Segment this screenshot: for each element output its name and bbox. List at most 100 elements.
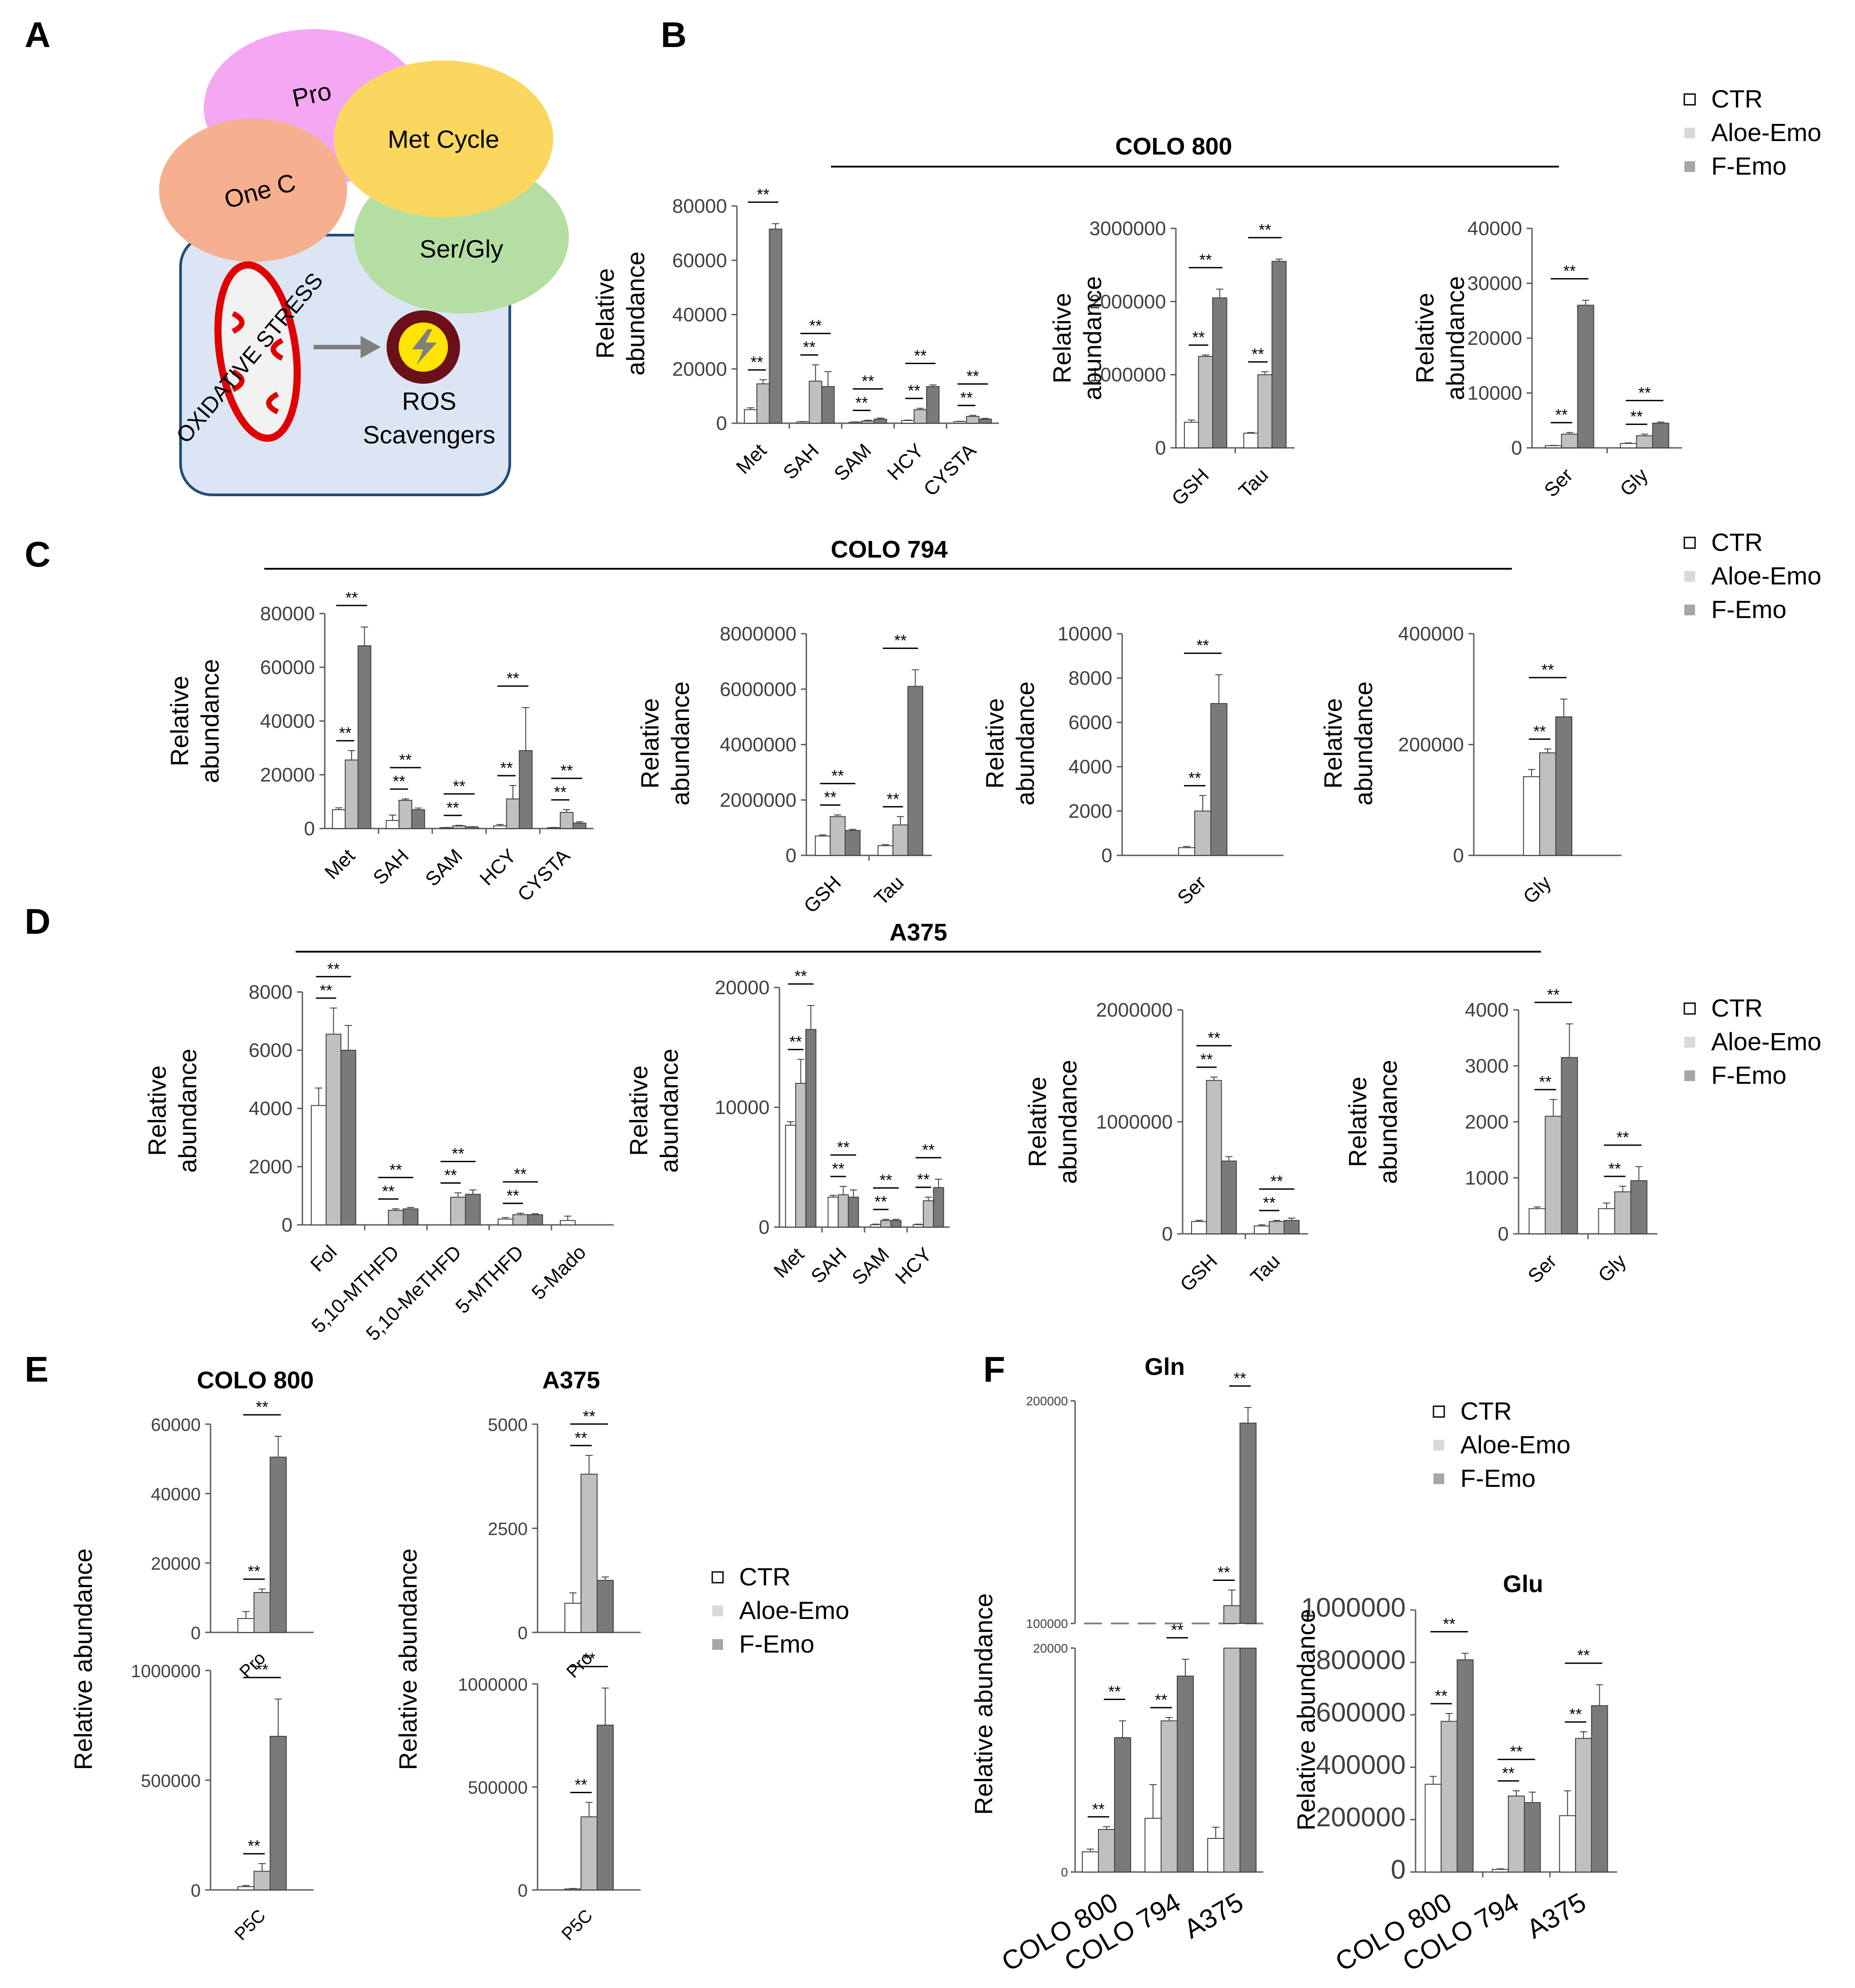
y-axis-title-line1: Relative <box>1048 293 1076 383</box>
bar <box>933 1187 944 1228</box>
y-tick-label: 500000 <box>468 1778 528 1798</box>
bar <box>1425 1784 1442 1872</box>
significance-mark: ** <box>1252 345 1264 363</box>
chart-c2: 02000000400000060000008000000****GSH****… <box>720 623 932 918</box>
ros-label: ROS <box>402 387 456 415</box>
significance-mark: ** <box>832 1159 844 1178</box>
y-tick-label: 6000000 <box>720 678 796 700</box>
bar <box>506 799 520 829</box>
group-f2-title: Glu <box>1503 1571 1543 1597</box>
bar <box>403 1208 419 1225</box>
bar <box>1456 1659 1474 1872</box>
legend-swatch <box>1684 1070 1695 1081</box>
bar <box>978 418 992 424</box>
bar <box>1114 1737 1131 1872</box>
y-tick-label: 1000000 <box>1096 1111 1173 1133</box>
legend-label: Aloe-Emo <box>1711 118 1821 146</box>
y-tick-label: 2000 <box>249 1156 293 1178</box>
y-axis-title-line1: Relative <box>981 698 1009 789</box>
significance-mark: ** <box>908 382 921 400</box>
y-axis-title-line1: Relative <box>591 268 619 359</box>
significance-mark: ** <box>894 631 907 649</box>
y-tick-label: 0 <box>1162 1223 1173 1245</box>
bar <box>572 823 586 829</box>
bar <box>597 1725 614 1890</box>
legend-label: Aloe-Emo <box>1711 562 1821 590</box>
x-tick-label: Met <box>770 1243 809 1282</box>
bar <box>926 386 940 424</box>
significance-mark: ** <box>917 1170 930 1189</box>
x-tick-label: HCY <box>883 439 928 484</box>
significance-mark: ** <box>554 783 567 801</box>
y-tick-label: 1000000 <box>1089 364 1166 386</box>
significance-mark: ** <box>1200 1050 1213 1069</box>
significance-mark: ** <box>1218 1563 1230 1581</box>
bar <box>874 418 887 424</box>
bar <box>815 835 831 856</box>
bar <box>901 420 915 424</box>
bar <box>332 809 346 829</box>
bar <box>340 1050 357 1225</box>
significance-mark: ** <box>1259 221 1271 239</box>
y-axis-title-line1: Relative <box>1411 293 1439 383</box>
bar <box>1575 1738 1592 1872</box>
y-tick-label: 6000 <box>249 1039 293 1061</box>
y-axis-title-line2: abundance <box>173 1048 202 1172</box>
node-ser-gly: Ser/Gly <box>420 235 504 263</box>
bar <box>1561 434 1578 448</box>
bar <box>880 1220 891 1228</box>
y-tick-label: 0 <box>518 1623 528 1643</box>
chart-d1: 02000400060008000****Fol****5,10-MTHFD**… <box>249 960 614 1345</box>
significance-mark: ** <box>1638 383 1651 402</box>
bar <box>411 809 425 829</box>
panel-letter-e: E <box>25 1349 48 1389</box>
bar <box>1243 433 1258 448</box>
y-axis-title-line1: Relative <box>636 698 664 789</box>
significance-mark: ** <box>248 1837 260 1855</box>
bar <box>861 421 875 424</box>
y-axis-title-line1: Relative <box>624 1065 653 1156</box>
y-tick-label: 80000 <box>672 195 727 217</box>
y-tick-label: 40000 <box>260 710 315 732</box>
y-axis-title-line2: abundance <box>621 251 650 375</box>
significance-mark: ** <box>1510 1743 1523 1761</box>
y-tick-label: 0 <box>1511 437 1522 459</box>
group-f1-title: Gln <box>1145 1353 1185 1380</box>
bar <box>953 421 967 424</box>
bar <box>1223 1605 1240 1624</box>
bar <box>254 1592 271 1633</box>
node-met-cycle: Met Cycle <box>388 125 499 153</box>
legend-label: Aloe-Emo <box>739 1596 849 1624</box>
bar <box>1492 1869 1509 1872</box>
significance-mark: ** <box>393 772 405 790</box>
significance-mark: ** <box>966 367 979 385</box>
bar <box>465 1194 481 1225</box>
y-axis-title: Relative abundance <box>1292 1609 1320 1830</box>
legend-swatch <box>712 1606 723 1616</box>
x-tick-label: SAH <box>779 439 823 484</box>
significance-mark: ** <box>1435 1687 1447 1705</box>
y-tick-label: 0 <box>1155 437 1166 459</box>
x-tick-label: Ser <box>1173 872 1210 909</box>
bar <box>270 1456 287 1633</box>
y-tick-label: 0 <box>191 1881 201 1901</box>
significance-mark: ** <box>1569 1705 1582 1723</box>
x-tick-label: P5C <box>231 1906 269 1944</box>
significance-mark: ** <box>757 185 769 203</box>
group-b-title: COLO 800 <box>1115 133 1232 160</box>
y-axis-title-line2: abundance <box>1011 681 1039 805</box>
group-c-title: COLO 794 <box>831 536 947 563</box>
bar <box>527 1214 543 1225</box>
significance-mark: ** <box>824 788 836 807</box>
bar <box>966 416 980 424</box>
bar <box>465 826 479 829</box>
legend-label: CTR <box>1460 1397 1512 1425</box>
